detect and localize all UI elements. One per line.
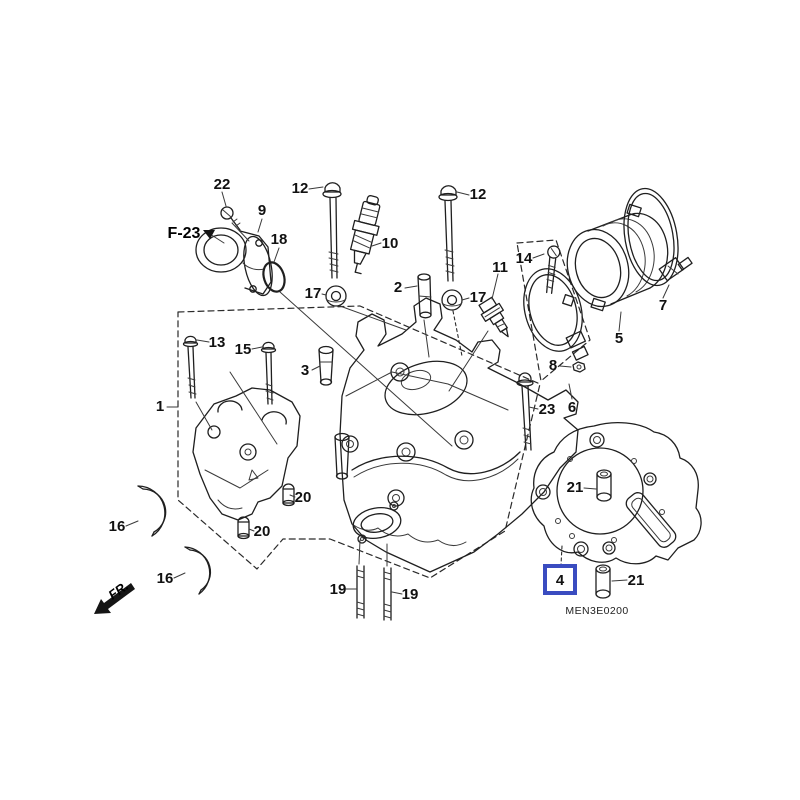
cylinder-head-art [339,297,579,573]
callout-15[interactable]: 15 [235,341,252,358]
group6-dashed-outline [516,239,591,382]
diagram-code: MEN3E0200 [565,605,628,617]
nut-8-art [572,361,586,373]
callout-21-top[interactable]: 21 [567,479,584,496]
bolt-12b-art [438,185,458,282]
callout-12-left[interactable]: 12 [292,180,309,197]
callout-20-right[interactable]: 20 [295,489,312,506]
callout-5[interactable]: 5 [615,330,623,347]
callout-13[interactable]: 13 [209,334,226,351]
callout-16-bottom[interactable]: 16 [157,570,174,587]
callout-4-highlighted[interactable]: 4 [556,572,565,589]
head-gasket-art [530,422,702,565]
fr-direction-label: FR. [105,578,131,602]
washer-17a-art [325,285,347,307]
half-ring-16a-art [137,485,167,537]
intake-joint-art [195,227,273,297]
callout-22[interactable]: 22 [214,176,231,193]
callout-3[interactable]: 3 [301,362,309,379]
spark-plug-10-art [349,195,381,275]
page-ref-label[interactable]: F-23 [168,225,201,242]
callout-20-left[interactable]: 20 [254,523,271,540]
callout-19-left[interactable]: 19 [330,581,347,598]
fr-direction-arrow-icon [94,583,135,614]
band-7-art [623,187,693,287]
callout-11[interactable]: 11 [492,259,508,276]
stud-19a-art [356,539,365,619]
callout-10[interactable]: 10 [382,235,399,252]
callout-19-right[interactable]: 19 [402,586,419,603]
callout-16-top[interactable]: 16 [109,518,126,535]
callout-9[interactable]: 9 [258,202,266,219]
callout-23[interactable]: 23 [539,401,556,418]
callout-21-bottom[interactable]: 21 [628,572,645,589]
sensor-11-art [478,296,509,338]
callout-6[interactable]: 6 [568,399,576,416]
callout-8[interactable]: 8 [549,357,557,374]
valve-guide-3-art [318,345,350,480]
callout-17-right[interactable]: 17 [470,289,487,306]
callout-7[interactable]: 7 [659,297,667,314]
rocker-assembly-art [192,371,301,521]
highlighted-part-box [543,564,577,595]
bolt-12a-art [322,182,342,279]
clamp-band-art [523,268,589,361]
oring-18-art [262,261,286,293]
bolt-13-art [182,335,199,399]
dowel-21a-art [596,469,612,502]
bolt-23-art [516,372,534,451]
washer-17b-art [441,289,463,311]
dowel-21b-art [595,564,611,599]
callout-17-left[interactable]: 17 [305,285,322,302]
callout-14[interactable]: 14 [516,250,533,267]
stud-19b-art [383,543,392,621]
half-ring-16b-art [184,546,212,595]
group1-dashed-outline [177,305,541,579]
callout-1[interactable]: 1 [156,398,164,415]
callout-18[interactable]: 18 [271,231,288,248]
leader-lines [125,186,670,595]
callout-2[interactable]: 2 [394,279,402,296]
cap-20a-art [282,483,295,507]
callout-12-right[interactable]: 12 [470,186,487,203]
bolt-15-art [260,341,277,405]
screw-22-art [220,206,241,231]
page-ref-arrow [203,230,225,244]
cap-20b-art [237,516,250,540]
insulator-5-art [562,203,669,312]
stud-2-art [417,273,432,319]
